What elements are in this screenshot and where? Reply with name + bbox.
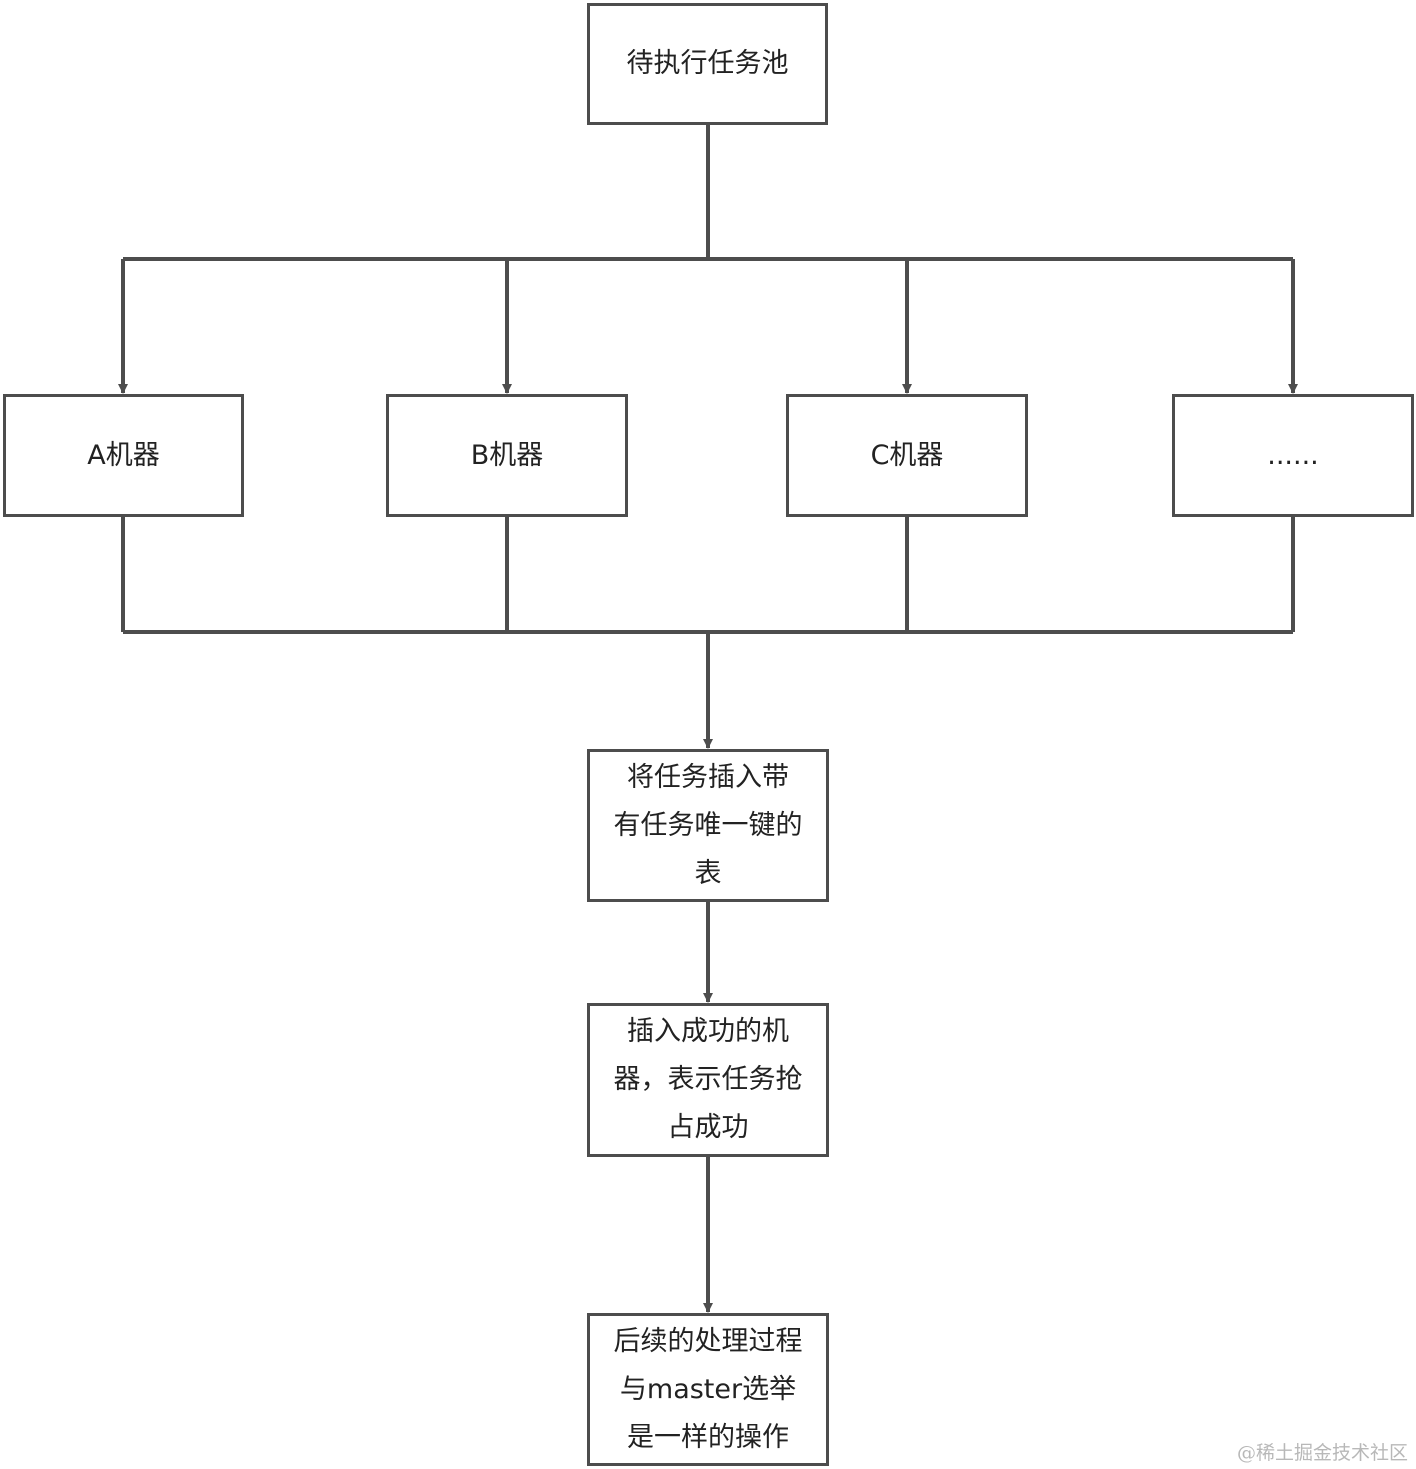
node-machine-b: B机器 <box>386 394 628 517</box>
node-machine-a-label: A机器 <box>87 439 160 471</box>
node-task-pool: 待执行任务池 <box>587 3 828 125</box>
node-task-pool-label: 待执行任务池 <box>626 48 789 79</box>
node-insert-table: 将任务插入带 有任务唯一键的 表 <box>587 749 829 902</box>
node-machine-c-label: C机器 <box>870 439 944 471</box>
watermark: @稀土掘金技术社区 <box>1236 1442 1408 1464</box>
node-followup-label: 后续的处理过程 与master选举 是一样的操作 <box>613 1325 803 1453</box>
node-machine-more: ...... <box>1172 394 1414 517</box>
node-machine-more-label: ...... <box>1267 439 1319 471</box>
node-machine-a: A机器 <box>3 394 244 517</box>
node-insert-success: 插入成功的机 器，表示任务抢 占成功 <box>587 1003 829 1157</box>
node-insert-success-label: 插入成功的机 器，表示任务抢 占成功 <box>613 1016 803 1143</box>
node-machine-b-label: B机器 <box>470 439 544 471</box>
node-machine-c: C机器 <box>786 394 1028 517</box>
node-followup: 后续的处理过程 与master选举 是一样的操作 <box>587 1313 829 1466</box>
node-insert-table-label: 将任务插入带 有任务唯一键的 表 <box>613 761 803 889</box>
